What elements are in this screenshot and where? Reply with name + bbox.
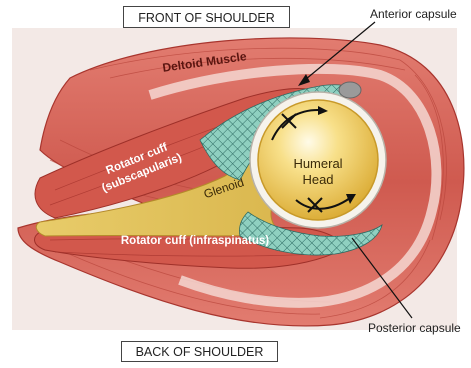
humeral-head-label-line1: Humeral: [293, 156, 342, 171]
posterior-capsule-label: Posterior capsule: [368, 321, 461, 335]
back-of-shoulder-label: BACK OF SHOULDER: [121, 341, 278, 362]
infraspinatus-label: Rotator cuff (infraspinatus): [121, 235, 269, 247]
front-of-shoulder-label: FRONT OF SHOULDER: [123, 6, 290, 28]
tendon-nodule: [339, 82, 361, 98]
humeral-head-label-line2: Head: [302, 172, 333, 187]
anterior-capsule-label: Anterior capsule: [370, 7, 457, 21]
